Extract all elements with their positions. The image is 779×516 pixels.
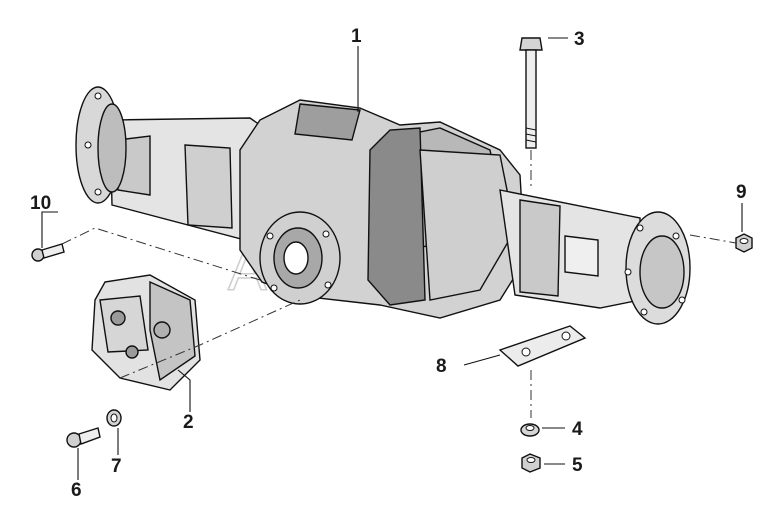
callout-2: 2 [183, 412, 194, 433]
nut-5 [521, 453, 541, 473]
bolt-6 [66, 427, 101, 448]
callout-7: 7 [111, 456, 122, 477]
callout-10: 10 [30, 193, 51, 214]
small-bolt-10 [31, 243, 65, 262]
callout-8: 8 [436, 356, 447, 377]
axle-housing [75, 86, 691, 325]
callout-6: 6 [71, 480, 82, 501]
hydraulic-motor [91, 274, 201, 391]
callout-5: 5 [572, 455, 583, 476]
nut-9 [735, 233, 753, 253]
assembly-lines [61, 150, 737, 418]
callout-1: 1 [351, 26, 362, 47]
callout-9: 9 [736, 182, 747, 203]
callout-3: 3 [574, 29, 585, 50]
callout-4: 4 [572, 419, 583, 440]
long-bolt [519, 37, 543, 149]
leader-lines [41, 37, 743, 480]
mounting-plate [498, 325, 587, 367]
washer-4 [520, 423, 540, 437]
washer-7 [106, 409, 122, 427]
